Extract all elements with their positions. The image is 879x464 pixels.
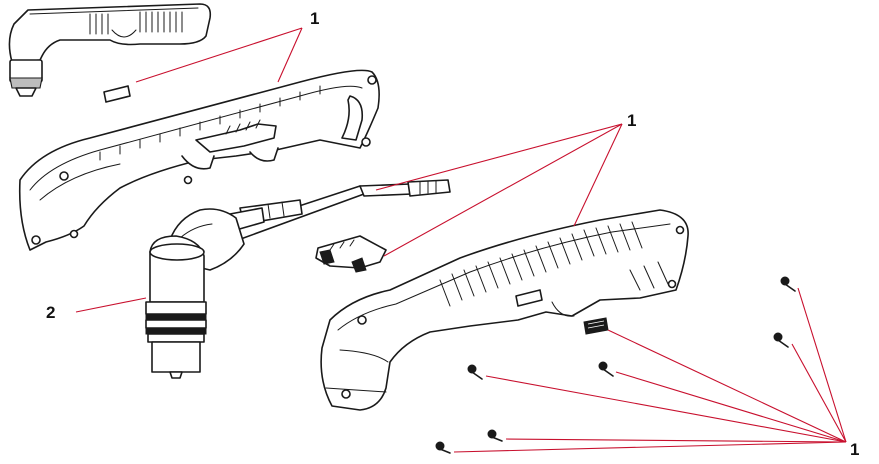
callout-top: 1 bbox=[310, 9, 319, 28]
leader-lines bbox=[75, 27, 847, 453]
screw-1 bbox=[780, 276, 796, 292]
callout-middle: 1 bbox=[627, 111, 636, 130]
screw-6 bbox=[435, 441, 451, 454]
handle-right-half bbox=[320, 209, 689, 411]
label-plate-left bbox=[103, 85, 131, 103]
torch-head-and-lead bbox=[145, 179, 451, 379]
handle-left-half bbox=[18, 69, 380, 251]
label-plate-right bbox=[583, 317, 609, 335]
callout-left: 2 bbox=[46, 303, 55, 322]
screw-3 bbox=[598, 361, 614, 377]
screw-5 bbox=[487, 429, 503, 442]
assembled-torch-thumbnail bbox=[8, 3, 212, 97]
screw-4 bbox=[467, 364, 483, 380]
trigger-assembly bbox=[315, 235, 387, 273]
screw-2 bbox=[773, 332, 789, 348]
callout-bottom-right: 1 bbox=[850, 440, 859, 459]
